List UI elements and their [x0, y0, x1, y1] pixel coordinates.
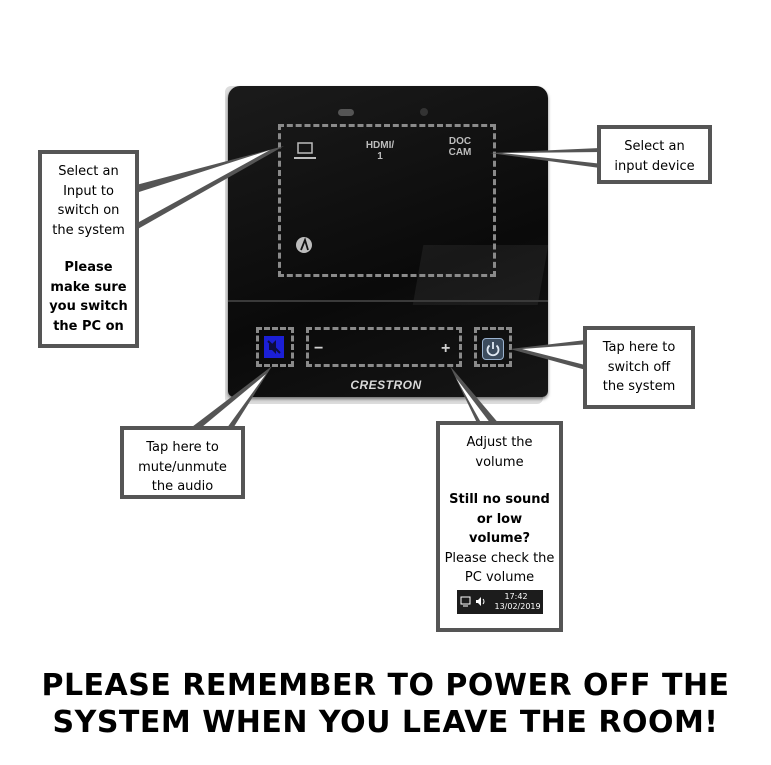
callout-select-device-text: Select an input device [614, 139, 695, 174]
taskbar-date: 13/02/2019 [494, 601, 541, 611]
callout-mute: Tap here to mute/unmute the audio [120, 426, 245, 499]
callout-select-input: Select an Input to switch on the system … [38, 150, 139, 348]
footer-line-2: SYSTEM WHEN YOU LEAVE THE ROOM! [52, 705, 719, 740]
pointer-select-device-inner [502, 152, 603, 164]
volume-up-button[interactable]: + [441, 340, 451, 357]
callout-volume: Adjust the volume Still no sound or low … [436, 421, 563, 632]
pointer-select-input-inner [139, 150, 270, 222]
callout-switch-off-text: Tap here to switch off the system [602, 340, 676, 394]
input-hdmi-1[interactable]: HDMI/ 1 [365, 140, 395, 162]
callout-select-input-text: Select an Input to switch on the system [52, 164, 125, 238]
panel-divider [228, 300, 548, 302]
power-icon [486, 342, 500, 357]
light-sensor [338, 109, 354, 116]
airmedia-icon[interactable] [296, 237, 312, 253]
callout-select-input-note: Please make sure you switch the PC on [49, 260, 128, 334]
power-button[interactable] [482, 338, 504, 360]
mute-button[interactable] [264, 336, 284, 358]
volume-down-button[interactable]: − [314, 340, 324, 357]
mute-button-area[interactable] [256, 327, 294, 367]
callout-volume-text: Adjust the volume [466, 435, 533, 470]
windows-taskbar-tray: 17:42 13/02/2019 [456, 589, 543, 614]
footer-line-1: PLEASE REMEMBER TO POWER OFF THE [41, 668, 730, 703]
input-selection-area[interactable] [278, 124, 496, 277]
pointer-select-input [136, 146, 284, 230]
callout-volume-note: Still no sound or low volume? [449, 492, 550, 546]
pointer-volume [450, 366, 500, 425]
callout-volume-check: Please check the PC volume [444, 550, 555, 586]
network-icon [460, 596, 470, 606]
pointer-mute-inner [196, 374, 266, 432]
computer-icon[interactable] [294, 142, 316, 159]
mute-icon [267, 340, 281, 354]
speaker-icon [475, 596, 484, 606]
pointer-volume-inner [456, 378, 494, 428]
input-doc-cam[interactable]: DOC CAM [448, 136, 472, 158]
power-button-area[interactable] [474, 327, 512, 367]
camera-dot [420, 108, 428, 116]
crestron-logo: CRESTRON [350, 378, 422, 392]
pointer-switch-off-inner [522, 344, 589, 366]
taskbar-time: 17:42 [504, 591, 528, 601]
callout-mute-text: Tap here to mute/unmute the audio [138, 440, 227, 494]
pointer-mute [188, 366, 272, 430]
callout-switch-off: Tap here to switch off the system [583, 326, 695, 409]
callout-select-device: Select an input device [597, 125, 712, 184]
volume-area[interactable] [306, 327, 462, 367]
